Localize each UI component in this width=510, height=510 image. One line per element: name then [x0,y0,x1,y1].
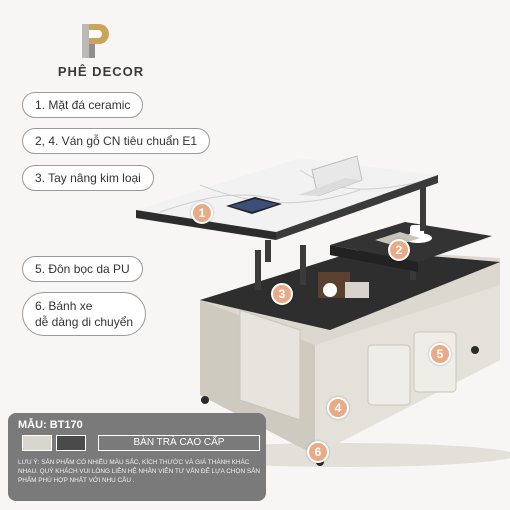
disclaimer-note: LƯU Ý: SẢN PHẨM CÓ NHIỀU MÀU SẮC, KÍCH T… [18,459,260,484]
marker-3: 3 [271,283,293,305]
brand-logo-icon [82,24,109,58]
brand-name: PHÊ DECOR [57,64,145,79]
feature-ceramic-top: 1. Mặt đá ceramic [22,92,144,118]
product-tagline: BÀN TRÀ CAO CẤP [98,435,260,451]
brand-logo: PHÊ DECOR [56,22,146,84]
model-code: MẪU: BT170 [18,419,83,431]
feature-wheels: 6. Bánh xe dễ dàng di chuyển [22,292,147,336]
marker-4: 4 [327,397,349,419]
feature-metal-lift: 3. Tay nâng kim loại [22,165,154,191]
info-panel: MẪU: BT170 BÀN TRÀ CAO CẤP LƯU Ý: SẢN PH… [8,413,266,501]
feature-wood-board: 2, 4. Ván gỗ CN tiêu chuẩn E1 [22,128,211,154]
feature-pu-stool: 5. Đôn bọc da PU [22,256,143,282]
color-swatch-light [22,435,52,451]
marker-1: 1 [191,202,213,224]
marker-2: 2 [388,239,410,261]
feature-wheels-line2: dễ dàng di chuyển [35,315,134,329]
feature-wheels-line1: 6. Bánh xe [35,299,93,313]
marker-6: 6 [307,441,329,463]
marker-5: 5 [429,343,451,365]
color-swatch-dark [56,435,86,451]
